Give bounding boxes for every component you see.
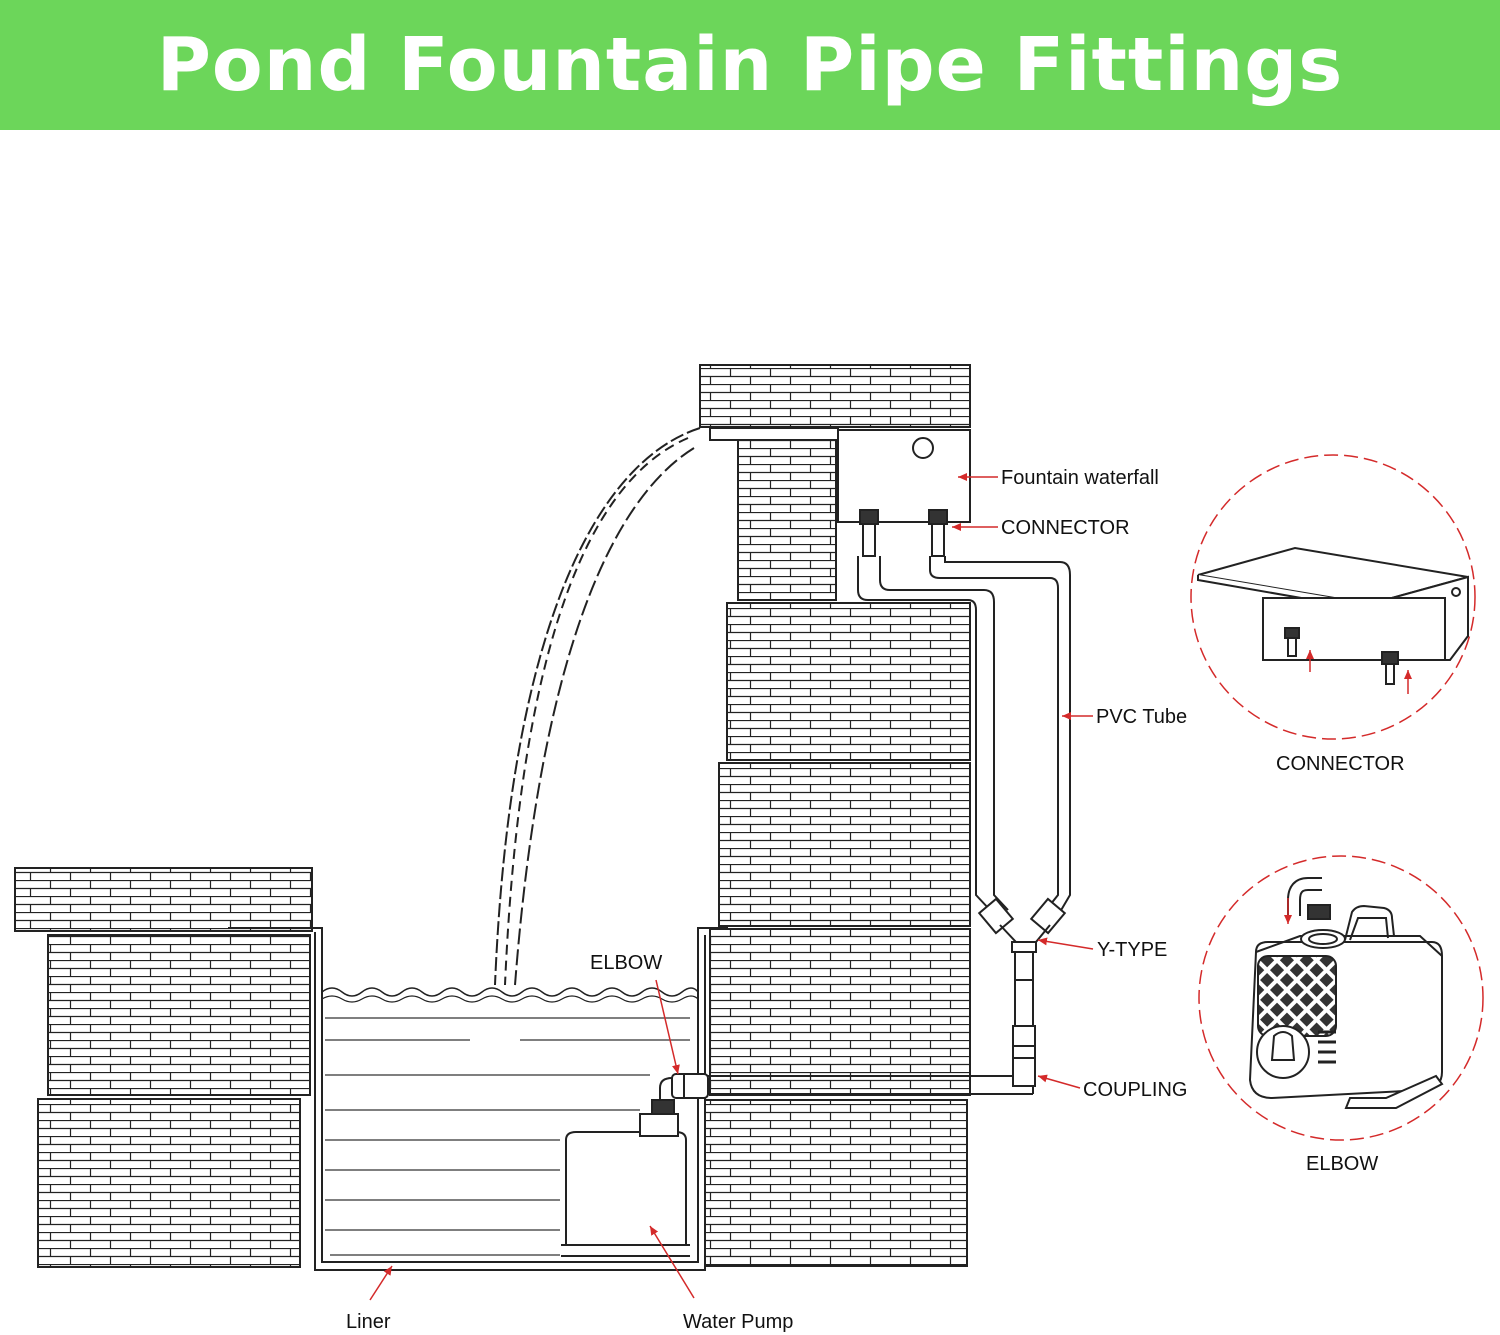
- pond-diagram: Fountain waterfall CONNECTOR PVC Tube Y-…: [14, 364, 1484, 1333]
- y-type-fitting: [977, 897, 1067, 981]
- label-fountain-waterfall: Fountain waterfall: [1001, 467, 1159, 489]
- label-liner: Liner: [346, 1311, 391, 1333]
- connector-fittings: [859, 509, 948, 557]
- water-pump: [561, 1113, 690, 1257]
- coupling-fitting: [1012, 1025, 1036, 1087]
- page-title: Pond Fountain Pipe Fittings: [156, 22, 1344, 108]
- elbow-inset-caption: ELBOW: [1306, 1153, 1378, 1175]
- right-tower: [699, 364, 971, 1267]
- connector-inset: CONNECTOR: [1190, 454, 1476, 775]
- elbow-inset: ELBOW: [1198, 855, 1484, 1175]
- title-banner: Pond Fountain Pipe Fittings: [0, 0, 1500, 130]
- elbow-fitting: [651, 1073, 709, 1115]
- callouts: [369, 473, 1094, 1301]
- label-y-type: Y-TYPE: [1097, 939, 1167, 961]
- label-pvc-tube: PVC Tube: [1096, 706, 1187, 728]
- pump-icon: [1248, 877, 1444, 1109]
- water-arc: [494, 427, 701, 986]
- label-coupling: COUPLING: [1083, 1079, 1187, 1101]
- water-surface: [321, 987, 699, 997]
- pvc-tube: [857, 556, 1071, 913]
- label-connector: CONNECTOR: [1001, 517, 1130, 539]
- water-lines: [325, 1017, 690, 1256]
- label-elbow: ELBOW: [590, 952, 662, 974]
- waterfall-spillway-icon: [1197, 546, 1469, 685]
- connector-inset-caption: CONNECTOR: [1276, 753, 1405, 775]
- label-water-pump: Water Pump: [683, 1311, 793, 1333]
- left-wall: [14, 867, 313, 1268]
- fountain-waterfall-box: [837, 429, 971, 523]
